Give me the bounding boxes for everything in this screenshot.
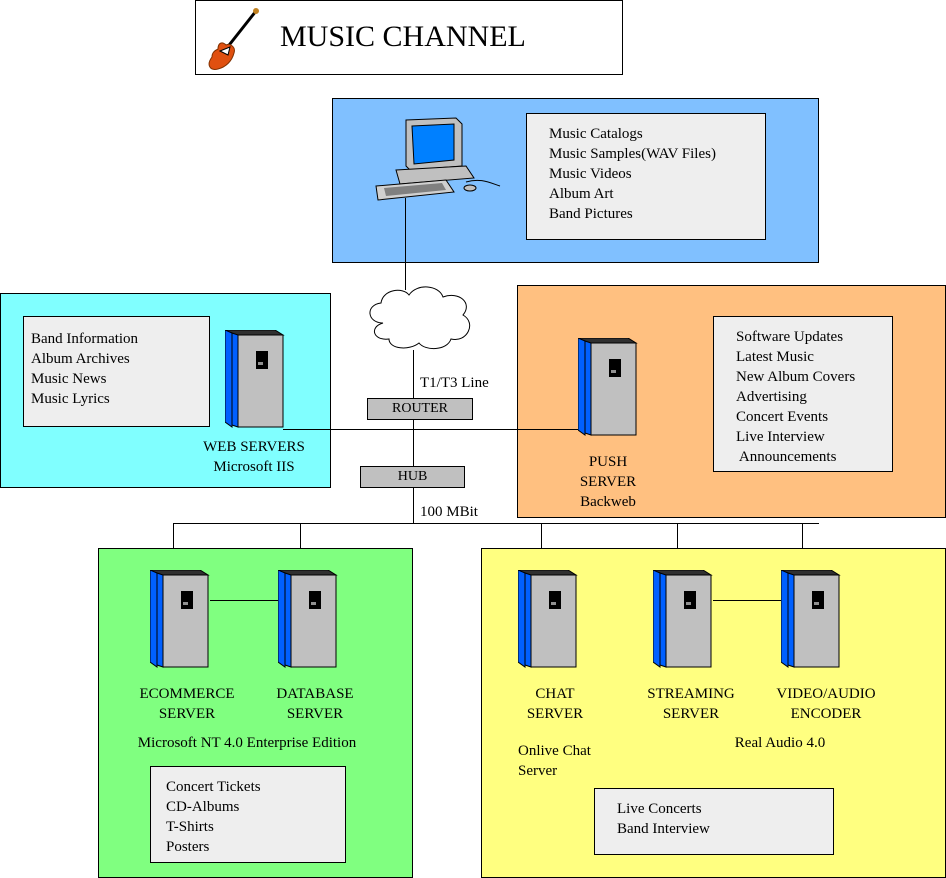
platform-label: Microsoft NT 4.0 Enterprise Edition: [137, 735, 357, 751]
link-line: [173, 523, 174, 571]
list-item: Latest Music: [736, 349, 814, 365]
list-item: Live Interview: [736, 429, 825, 445]
router: ROUTER: [367, 398, 473, 420]
guitar-icon: [208, 8, 259, 70]
encoder-label: VIDEO/AUDIO: [776, 686, 876, 702]
database-server-label: SERVER: [286, 706, 344, 722]
list-item: Music Catalogs: [549, 126, 643, 142]
list-item: Announcements: [736, 449, 837, 465]
list-item: Music Videos: [549, 166, 632, 182]
chat-software-label: Server: [518, 763, 558, 779]
link-line: [413, 488, 414, 523]
ecommerce-server-label: SERVER: [158, 706, 216, 722]
web-server-software: Microsoft IIS: [213, 459, 295, 475]
list-item: Concert Events: [736, 409, 829, 425]
page-title: MUSIC CHANNEL: [280, 20, 526, 53]
encoder-label: ENCODER: [790, 706, 862, 722]
codec-label: Real Audio 4.0: [734, 735, 826, 751]
list-item: Posters: [166, 839, 210, 855]
database-server-label: DATABASE: [276, 686, 354, 702]
list-item: Software Updates: [736, 329, 844, 345]
push-server-software: Backweb: [580, 494, 636, 510]
link-line: [802, 523, 803, 571]
list-item: Advertising: [736, 389, 807, 405]
database-server-icon: [276, 569, 338, 668]
ecommerce-server-label: ECOMMERCE: [139, 686, 235, 702]
list-item: Band Interview: [617, 821, 710, 837]
link-line: [405, 198, 406, 290]
chat-server-label: CHAT: [535, 686, 575, 702]
push-content-list: Software Updates Latest Music New Album …: [713, 316, 893, 472]
hub: HUB: [360, 466, 465, 488]
lan-speed-label: 100 MBit: [420, 504, 478, 520]
list-item: New Album Covers: [736, 369, 856, 385]
encoder-server-icon: [779, 569, 841, 668]
internet-cloud-icon: [369, 286, 471, 349]
link-line: [210, 600, 278, 601]
backbone-line: [173, 523, 819, 524]
web-server-label: WEB SERVERS: [203, 439, 305, 455]
link-line: [713, 600, 781, 601]
streaming-server-label: STREAMING: [647, 686, 735, 702]
link-line: [413, 420, 414, 466]
computer-icon: [375, 117, 501, 201]
list-item: Band Information: [31, 331, 139, 347]
push-server-icon: [576, 337, 638, 436]
client-content-list: Music Catalogs Music Samples(WAV Files) …: [526, 113, 766, 240]
link-line: [677, 523, 678, 571]
list-item: Music News: [31, 371, 107, 387]
list-item: Live Concerts: [617, 801, 702, 817]
list-item: Concert Tickets: [166, 779, 261, 795]
media-content-list: Live Concerts Band Interview: [594, 788, 834, 855]
wan-line-label: T1/T3 Line: [420, 375, 489, 391]
streaming-server-icon: [651, 569, 713, 668]
chat-software-label: Onlive Chat: [518, 743, 591, 759]
ecommerce-server-icon: [148, 569, 210, 668]
chat-server-label: SERVER: [526, 706, 584, 722]
push-server-label: PUSH: [588, 454, 628, 470]
streaming-server-label: SERVER: [662, 706, 720, 722]
list-item: Music Samples(WAV Files): [549, 146, 716, 162]
link-line: [413, 350, 414, 398]
ecommerce-product-list: Concert Tickets CD-Albums T-Shirts Poste…: [150, 766, 346, 863]
list-item: Album Art: [549, 186, 614, 202]
web-content-list: Band Information Album Archives Music Ne…: [23, 316, 210, 427]
list-item: CD-Albums: [166, 799, 240, 815]
title-box: MUSIC CHANNEL: [195, 0, 623, 75]
chat-server-icon: [516, 569, 578, 668]
link-line: [283, 429, 578, 430]
list-item: Music Lyrics: [31, 391, 110, 407]
link-line: [541, 523, 542, 571]
push-server-label: SERVER: [579, 474, 637, 490]
link-line: [300, 523, 301, 571]
list-item: Album Archives: [31, 351, 130, 367]
web-server-icon: [223, 329, 285, 428]
list-item: Band Pictures: [549, 206, 633, 222]
list-item: T-Shirts: [166, 819, 214, 835]
